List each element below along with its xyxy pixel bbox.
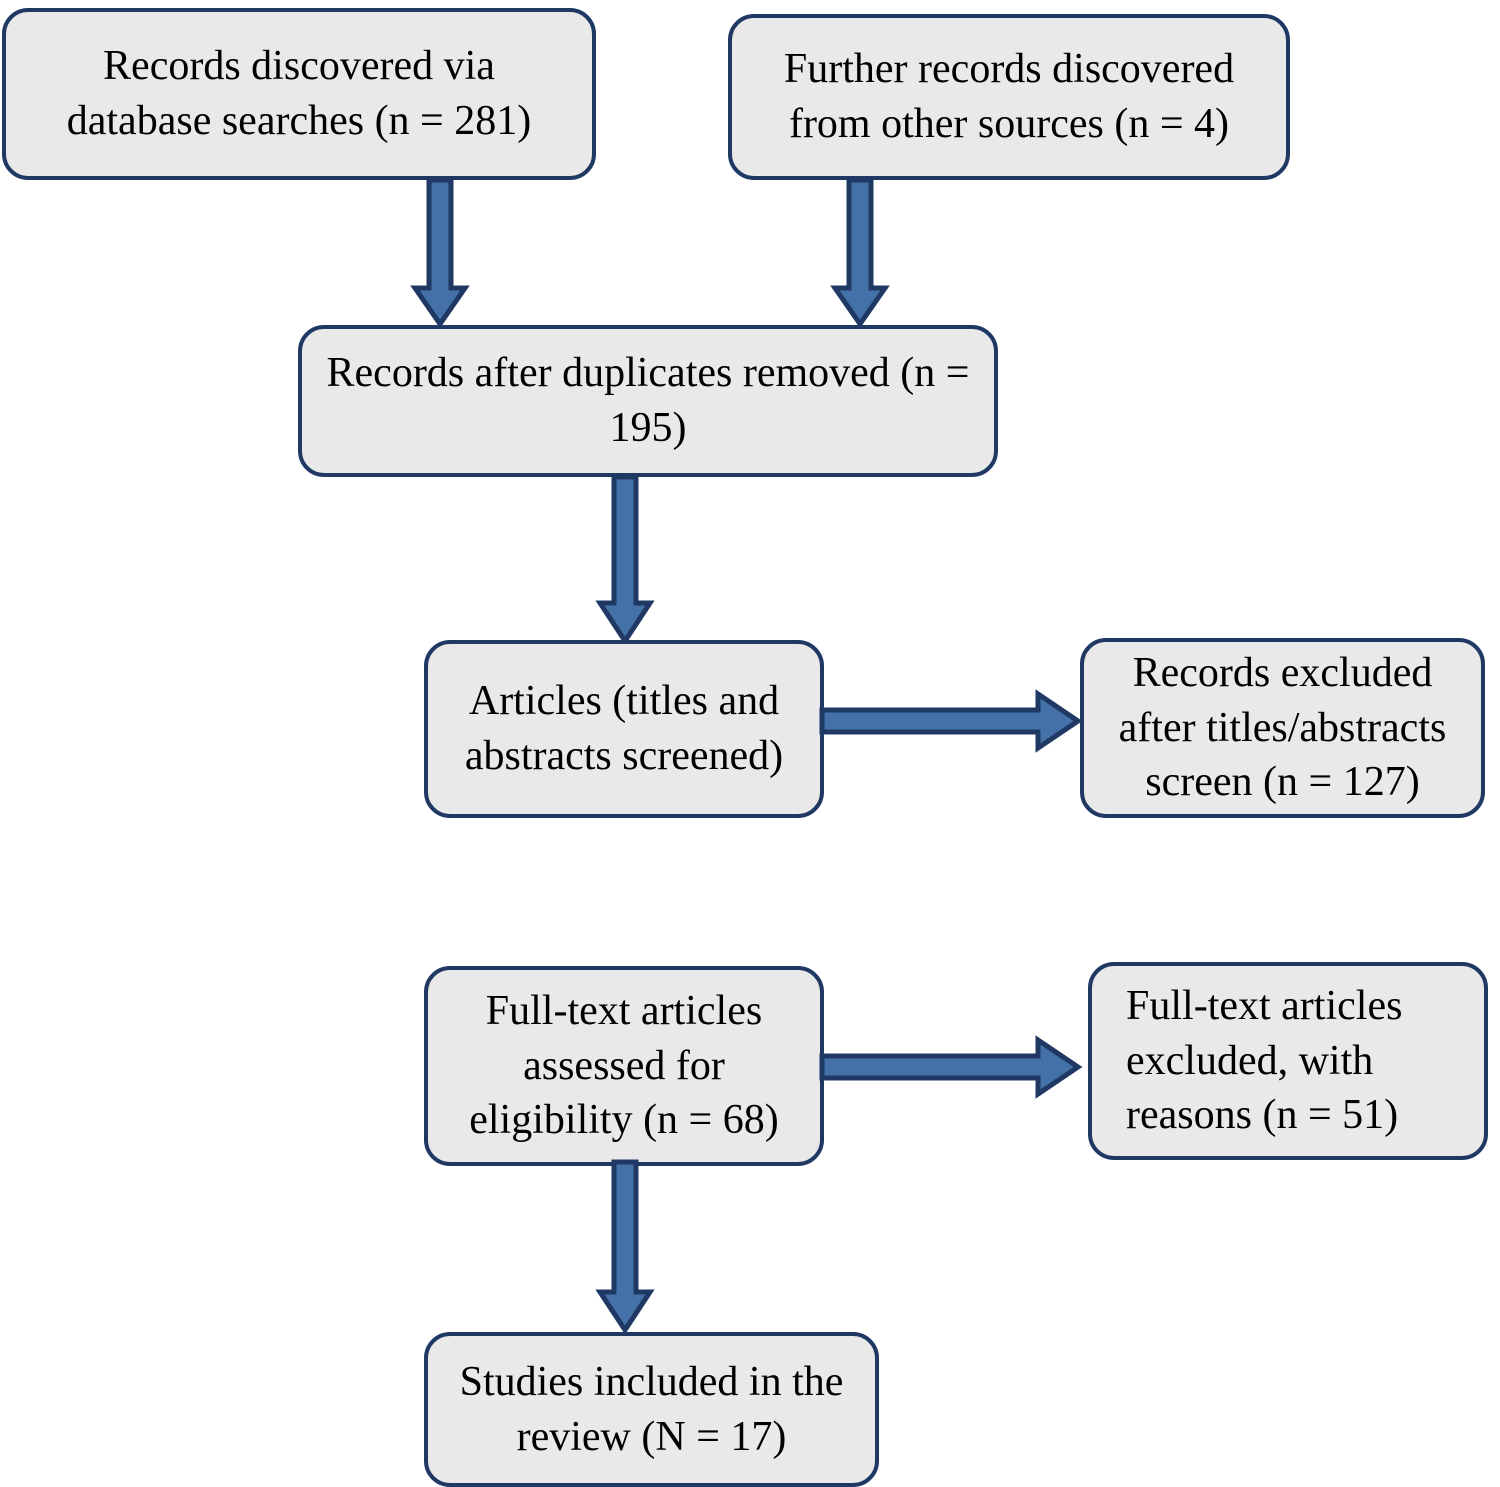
node-records-excluded-screen: Records excluded after titles/abstracts … bbox=[1080, 638, 1485, 818]
node-label: Records excluded after titles/abstracts … bbox=[1118, 650, 1447, 806]
arrow-other-sources-to-duplicates bbox=[824, 177, 896, 329]
node-label: Further records discovered from other so… bbox=[783, 46, 1235, 147]
arrow-fulltext-to-excluded bbox=[819, 1035, 1084, 1099]
node-fulltext-assessed: Full-text articles assessed for eligibil… bbox=[424, 966, 824, 1166]
node-articles-screened: Articles (titles and abstracts screened) bbox=[424, 640, 824, 818]
node-label: Full-text articles excluded, with reason… bbox=[1126, 983, 1403, 1139]
arrow-duplicates-to-articles bbox=[589, 474, 661, 646]
node-label: Full-text articles assessed for eligibil… bbox=[469, 988, 779, 1144]
node-studies-included: Studies included in the review (N = 17) bbox=[424, 1332, 879, 1487]
node-label: Studies included in the review (N = 17) bbox=[459, 1358, 844, 1460]
node-label: Records discovered via database searches… bbox=[66, 43, 532, 144]
node-fulltext-excluded: Full-text articles excluded, with reason… bbox=[1088, 962, 1488, 1160]
node-records-after-duplicates: Records after duplicates removed (n = 19… bbox=[298, 325, 998, 477]
arrow-database-to-duplicates bbox=[404, 177, 476, 329]
node-label: Records after duplicates removed (n = 19… bbox=[326, 350, 970, 451]
arrow-articles-to-excluded bbox=[819, 689, 1084, 753]
node-records-database: Records discovered via database searches… bbox=[2, 8, 596, 180]
node-label: Articles (titles and abstracts screened) bbox=[464, 678, 784, 779]
arrow-fulltext-to-included bbox=[589, 1159, 661, 1335]
node-records-other-sources: Further records discovered from other so… bbox=[728, 14, 1290, 180]
